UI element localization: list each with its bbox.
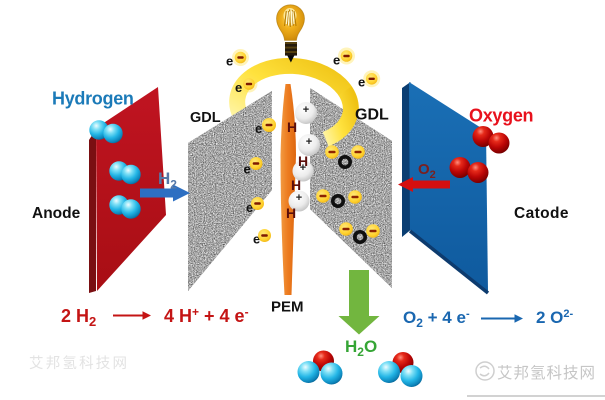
- svg-text:e: e: [226, 54, 233, 69]
- svg-text:e: e: [244, 162, 251, 177]
- svg-text:e: e: [255, 121, 262, 136]
- svg-text:+: +: [303, 104, 309, 116]
- svg-text:Catode: Catode: [514, 205, 569, 222]
- svg-text:O2 + 4 e-: O2 + 4 e-: [403, 308, 470, 330]
- svg-text:GDL: GDL: [355, 107, 389, 124]
- svg-text:H: H: [298, 153, 308, 169]
- svg-text:Anode: Anode: [32, 205, 81, 222]
- svg-text:e: e: [235, 80, 242, 95]
- svg-text:艾邦氢科技网: 艾邦氢科技网: [497, 364, 596, 382]
- svg-text:Oxygen: Oxygen: [469, 106, 533, 126]
- svg-text:H: H: [291, 177, 301, 193]
- svg-text:+: +: [300, 162, 306, 174]
- svg-text:H: H: [286, 205, 296, 221]
- svg-text:H: H: [287, 119, 297, 135]
- svg-text:PEM: PEM: [271, 299, 304, 316]
- svg-text:e: e: [246, 200, 253, 215]
- svg-text:Hydrogen: Hydrogen: [52, 89, 134, 109]
- svg-text:4 H+ + 4 e-: 4 H+ + 4 e-: [164, 305, 249, 326]
- svg-text:+: +: [306, 136, 312, 148]
- svg-text:+: +: [296, 192, 302, 204]
- svg-text:2 H2: 2 H2: [61, 306, 96, 329]
- svg-text:H2O: H2O: [345, 337, 377, 359]
- svg-text:艾邦氢科技网: 艾邦氢科技网: [29, 355, 129, 372]
- svg-text:e: e: [253, 232, 260, 247]
- svg-text:GDL: GDL: [190, 110, 221, 126]
- svg-text:e: e: [358, 75, 365, 90]
- svg-text:e: e: [333, 53, 340, 68]
